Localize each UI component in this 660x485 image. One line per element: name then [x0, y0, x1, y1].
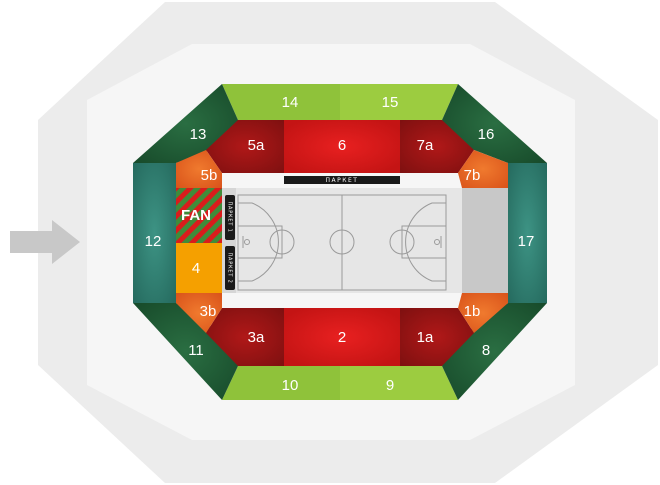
parket-bar-side-2[interactable] — [225, 246, 235, 290]
label-14: 14 — [282, 94, 299, 111]
section-3b[interactable] — [176, 293, 222, 333]
label-fan: FAN — [181, 207, 211, 224]
label-17: 17 — [518, 233, 535, 250]
label-9: 9 — [386, 377, 394, 394]
section-5a[interactable] — [206, 120, 284, 173]
section-14[interactable] — [222, 84, 340, 120]
section-2[interactable] — [284, 308, 400, 366]
section-fan[interactable] — [176, 188, 222, 243]
court-side-right — [462, 188, 508, 293]
basketball-court-lines — [237, 194, 447, 291]
parket-label-side-2: ПАРКЕТ 2 — [227, 252, 233, 283]
label-8: 8 — [482, 342, 490, 359]
label-15: 15 — [382, 94, 399, 111]
parket-bar-side-1[interactable] — [225, 195, 235, 240]
label-3a: 3a — [248, 329, 265, 346]
section-3a[interactable] — [206, 308, 284, 366]
label-7a: 7a — [417, 137, 434, 154]
section-8[interactable] — [442, 303, 547, 400]
section-4[interactable] — [176, 243, 222, 293]
section-1b[interactable] — [458, 293, 508, 333]
label-1a: 1a — [417, 329, 434, 346]
section-labels: 14 15 13 16 5a 6 7a 5b 7b FAN 12 17 4 3b… — [145, 94, 535, 394]
label-1b: 1b — [464, 303, 481, 320]
section-6[interactable] — [284, 120, 400, 173]
label-12: 12 — [145, 233, 162, 250]
label-3b: 3b — [200, 303, 217, 320]
section-1a[interactable] — [400, 308, 474, 366]
section-12[interactable] — [133, 163, 176, 303]
label-5a: 5a — [248, 137, 265, 154]
label-11: 11 — [188, 342, 204, 359]
label-2: 2 — [338, 329, 346, 346]
entrance-arrow-icon — [10, 220, 80, 264]
section-9[interactable] — [340, 366, 458, 400]
label-6: 6 — [338, 137, 346, 154]
section-10[interactable] — [222, 366, 340, 400]
label-4: 4 — [192, 260, 200, 277]
parket-label-side-1: ПАРКЕТ 1 — [227, 201, 233, 232]
section-16[interactable] — [442, 84, 547, 163]
section-7b[interactable] — [458, 150, 508, 188]
label-5b: 5b — [201, 167, 218, 184]
section-7a[interactable] — [400, 120, 474, 173]
parket-label-top: ПАРКЕТ — [326, 177, 359, 184]
section-5b[interactable] — [176, 150, 222, 188]
section-15[interactable] — [340, 84, 458, 120]
section-13[interactable] — [133, 84, 238, 163]
parket-bar-top[interactable] — [284, 176, 400, 184]
label-10: 10 — [282, 377, 299, 394]
label-7b: 7b — [464, 167, 481, 184]
label-16: 16 — [478, 126, 495, 143]
label-13: 13 — [190, 126, 207, 143]
section-17[interactable] — [508, 163, 547, 303]
